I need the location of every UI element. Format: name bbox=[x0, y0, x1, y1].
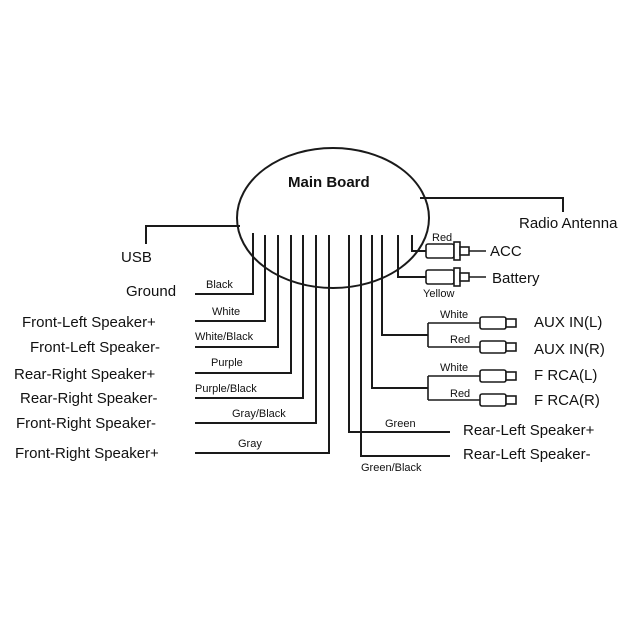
acc-label: ACC bbox=[490, 243, 522, 260]
radio-antenna-label: Radio Antenna bbox=[519, 215, 618, 232]
rca-l-label: F RCA(L) bbox=[534, 367, 597, 384]
wire-ground bbox=[195, 233, 254, 295]
gray-black-wire-color: Gray/Black bbox=[232, 408, 286, 420]
aux-r-plug bbox=[479, 340, 517, 354]
battery-connector bbox=[425, 267, 486, 287]
wire-rr-minus bbox=[195, 235, 304, 399]
green-black-wire-color: Green/Black bbox=[361, 462, 422, 474]
wire-fl-minus bbox=[195, 235, 279, 348]
battery-wire-color: Yellow bbox=[423, 288, 454, 300]
acc-wire-color: Red bbox=[432, 232, 452, 244]
green-wire-color: Green bbox=[385, 418, 416, 430]
aux-white-color: White bbox=[440, 309, 468, 321]
purple-wire-color: Purple bbox=[211, 357, 243, 369]
usb-wire bbox=[145, 225, 240, 244]
wire-rl-plus bbox=[348, 235, 450, 433]
rca-l-plug bbox=[479, 369, 517, 383]
wire-fl-plus bbox=[195, 235, 266, 322]
rr-minus-label: Rear-Right Speaker- bbox=[20, 390, 158, 407]
antenna-wire bbox=[420, 197, 564, 212]
fr-plus-label: Front-Right Speaker+ bbox=[15, 445, 159, 462]
battery-label: Battery bbox=[492, 270, 540, 287]
aux-r-label: AUX IN(R) bbox=[534, 341, 605, 358]
rca-r-label: F RCA(R) bbox=[534, 392, 600, 409]
ground-label: Ground bbox=[126, 283, 176, 300]
fl-plus-label: Front-Left Speaker+ bbox=[22, 314, 156, 331]
wire-acc bbox=[411, 235, 426, 252]
main-board-label: Main Board bbox=[288, 174, 370, 191]
aux-l-label: AUX IN(L) bbox=[534, 314, 602, 331]
white-wire-color: White bbox=[212, 306, 240, 318]
rl-minus-label: Rear-Left Speaker- bbox=[463, 446, 591, 463]
aux-l-plug bbox=[479, 316, 517, 330]
white-black-wire-color: White/Black bbox=[195, 331, 254, 343]
wire-fr-plus bbox=[195, 235, 330, 454]
rr-plus-label: Rear-Right Speaker+ bbox=[14, 366, 156, 383]
wire-rca-trunk bbox=[371, 235, 428, 389]
black-wire-color: Black bbox=[206, 279, 233, 291]
purple-black-wire-color: Purple/Black bbox=[195, 383, 257, 395]
acc-connector bbox=[425, 241, 486, 261]
rca-white-color: White bbox=[440, 362, 468, 374]
wire-aux-trunk bbox=[381, 235, 428, 336]
usb-label: USB bbox=[121, 249, 152, 266]
fr-minus-label: Front-Right Speaker- bbox=[16, 415, 156, 432]
wire-fr-minus bbox=[195, 235, 317, 424]
gray-wire-color: Gray bbox=[238, 438, 262, 450]
rl-plus-label: Rear-Left Speaker+ bbox=[463, 422, 595, 439]
rca-r-plug bbox=[479, 393, 517, 407]
wire-battery bbox=[397, 235, 426, 278]
wire-rl-minus bbox=[360, 235, 450, 457]
fl-minus-label: Front-Left Speaker- bbox=[30, 339, 160, 356]
wire-rr-plus bbox=[195, 235, 292, 374]
rca-red-color: Red bbox=[450, 388, 470, 400]
aux-red-color: Red bbox=[450, 334, 470, 346]
